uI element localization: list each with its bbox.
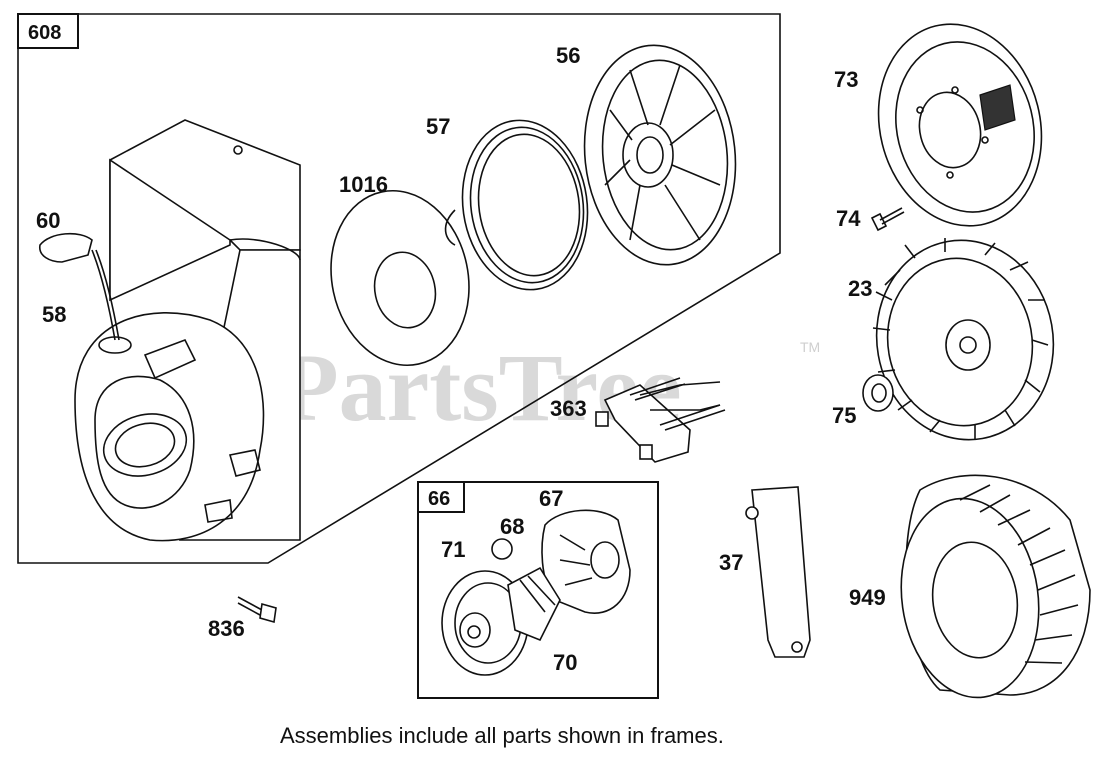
watermark-text: PartsTree bbox=[280, 334, 682, 441]
callout-71: 71 bbox=[441, 537, 465, 562]
callout-67: 67 bbox=[539, 486, 563, 511]
watermark-trademark: TM bbox=[800, 339, 820, 355]
screw-836 bbox=[237, 596, 277, 624]
hub-70 bbox=[507, 566, 561, 642]
screw-74 bbox=[870, 207, 905, 232]
flywheel-screen-73 bbox=[877, 23, 1043, 227]
bracket-37 bbox=[745, 486, 811, 658]
blower-housing-949 bbox=[900, 474, 1091, 699]
ball-68 bbox=[491, 538, 513, 560]
starter-handle bbox=[39, 232, 120, 341]
callout-1016: 1016 bbox=[339, 172, 388, 197]
frame-66: 66 bbox=[417, 481, 659, 699]
rewind-spring-57 bbox=[444, 119, 589, 291]
callout-74: 74 bbox=[836, 206, 861, 231]
starter-ratchet-67 bbox=[541, 509, 631, 614]
callout-68: 68 bbox=[500, 514, 524, 539]
pawl-bracket-363 bbox=[595, 377, 726, 463]
callout-75: 75 bbox=[832, 403, 856, 428]
callout-56: 56 bbox=[556, 43, 580, 68]
callout-58: 58 bbox=[42, 302, 66, 327]
blower-housing bbox=[74, 119, 301, 542]
callout-363: 363 bbox=[550, 396, 587, 421]
callout-70: 70 bbox=[553, 650, 577, 675]
pulley-71 bbox=[441, 570, 529, 676]
frame-66-label: 66 bbox=[428, 488, 450, 510]
washer-75 bbox=[862, 374, 894, 412]
caption: Assemblies include all parts shown in fr… bbox=[280, 723, 724, 748]
callout-73: 73 bbox=[834, 67, 858, 92]
pulley-56 bbox=[583, 44, 737, 266]
washer-1016 bbox=[330, 189, 470, 367]
callout-60: 60 bbox=[36, 208, 60, 233]
flywheel-23 bbox=[872, 238, 1055, 441]
callout-23: 23 bbox=[848, 276, 872, 301]
callout-836: 836 bbox=[208, 616, 245, 641]
frame-608-label: 608 bbox=[28, 22, 61, 44]
frame-608: 608 bbox=[17, 13, 781, 564]
callout-37: 37 bbox=[719, 550, 743, 575]
callout-57: 57 bbox=[426, 114, 450, 139]
callout-949: 949 bbox=[849, 585, 886, 610]
